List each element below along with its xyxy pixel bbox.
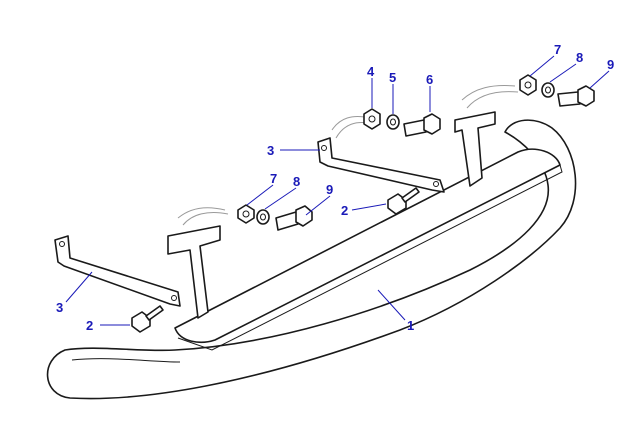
washer-right	[541, 82, 555, 98]
callout-5: 5	[389, 70, 396, 85]
callout-6: 6	[426, 72, 433, 87]
chassis-bracket-left	[54, 235, 181, 307]
bolt-lower	[131, 305, 164, 333]
washer-center	[386, 114, 400, 130]
nut-center	[363, 108, 381, 130]
bolt-upper	[387, 187, 420, 215]
callout-9-right: 9	[607, 57, 614, 72]
callout-2-lower: 2	[86, 318, 93, 333]
leader-lines	[65, 55, 610, 326]
callout-7-left: 7	[270, 171, 277, 186]
washer-left	[256, 209, 270, 225]
callout-4: 4	[367, 64, 375, 79]
callout-8-right: 8	[576, 50, 583, 65]
nut-left	[237, 204, 255, 224]
callout-3-right: 3	[267, 143, 274, 158]
callout-7-right: 7	[554, 42, 561, 57]
callout-8-left: 8	[293, 174, 300, 189]
bolt-left	[275, 205, 313, 231]
callout-1: 1	[407, 318, 414, 333]
bolt-center	[403, 113, 441, 137]
tread-plate	[174, 148, 563, 351]
tubular-rail	[46, 119, 577, 400]
left-step-bracket	[167, 207, 229, 319]
callout-labels: 1 2 2 3 3 4 5 6 7 7 8 8 9 9	[56, 42, 614, 333]
callout-2-upper: 2	[341, 203, 348, 218]
right-step-bracket	[454, 85, 519, 187]
callout-3-left: 3	[56, 300, 63, 315]
callout-9-left: 9	[326, 182, 333, 197]
nut-right	[519, 74, 537, 96]
bolt-right	[557, 85, 595, 107]
